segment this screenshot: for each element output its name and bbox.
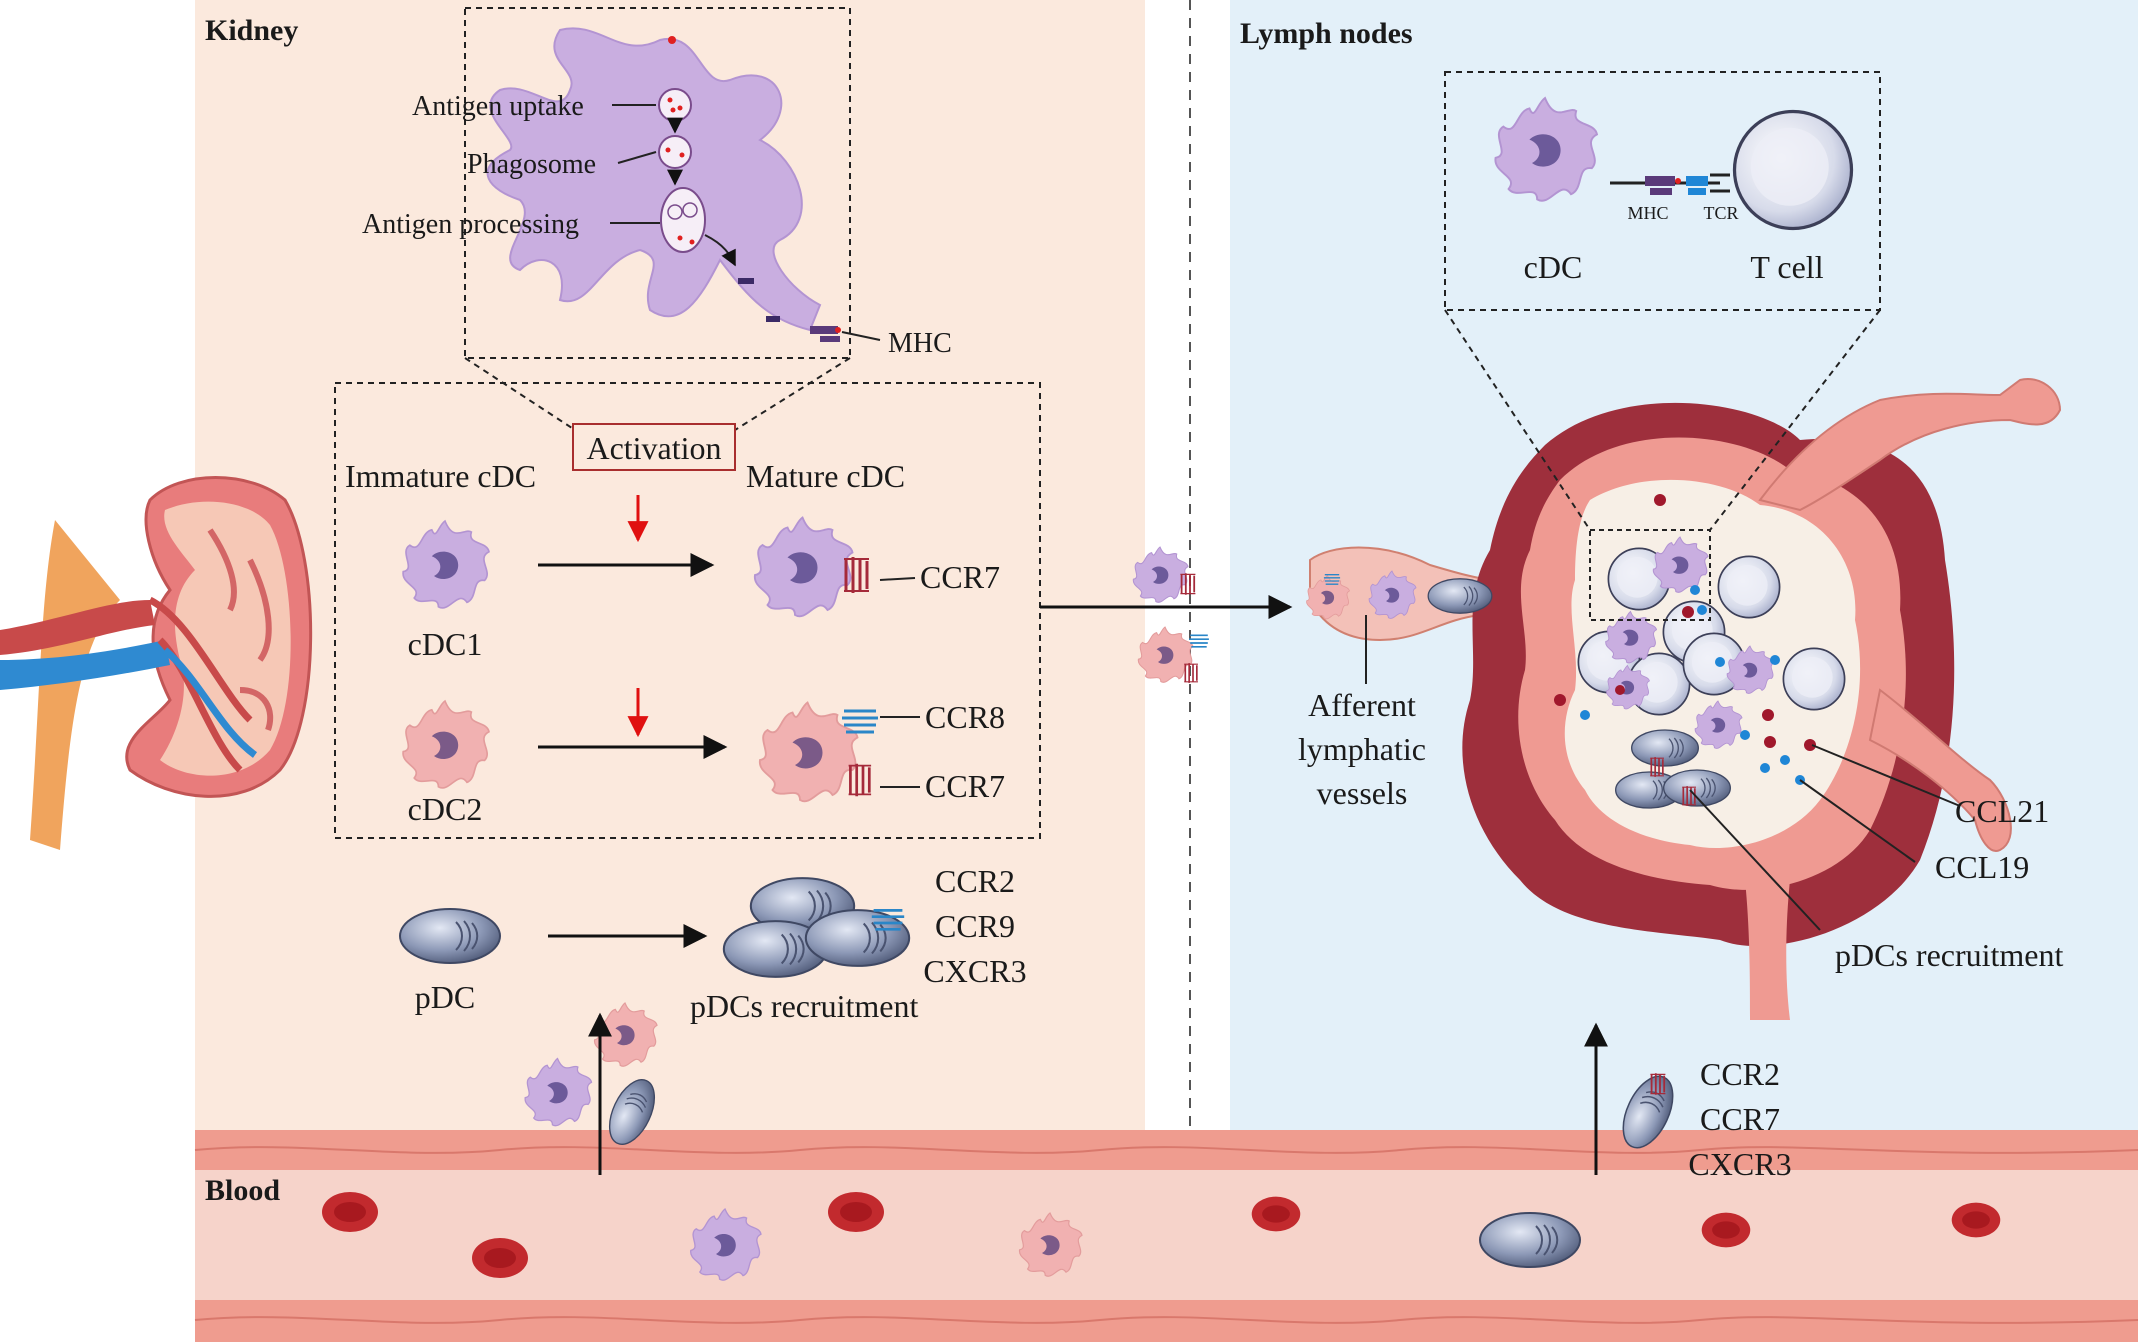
blood-vessel — [194, 1130, 2138, 1342]
ccr7-label-a: CCR7 — [920, 559, 1000, 595]
label-antigen-uptake: Antigen uptake — [412, 91, 584, 122]
pdc-receptor-2: CCR9 — [935, 908, 1015, 944]
activation-label: Activation — [586, 430, 721, 466]
immature-cdc-label: Immature cDC — [345, 458, 536, 494]
lymph-title: Lymph nodes — [1240, 17, 1413, 50]
pdc-receptor-1: CCR2 — [935, 863, 1015, 899]
blood-pdc — [1479, 1212, 1581, 1268]
blood-receptor-1: CCR2 — [1700, 1056, 1780, 1092]
pdc-single — [399, 908, 501, 964]
cdc2-label: cDC2 — [408, 791, 483, 827]
blood-receptor-3: CXCR3 — [1688, 1146, 1791, 1182]
afferent-pdc — [1427, 578, 1493, 614]
afferent-line-3: vessels — [1317, 775, 1408, 811]
label-antigen-processing: Antigen processing — [362, 209, 579, 240]
mature-cdc-label: Mature cDC — [746, 458, 905, 494]
label-mhc: MHC — [888, 328, 952, 359]
label-phagosome: Phagosome — [467, 149, 596, 180]
kidney-icon — [0, 476, 313, 850]
inset-tcr-label: TCR — [1703, 203, 1738, 223]
ccl21-label: CCL21 — [1955, 793, 2049, 829]
ccl19-label: CCL19 — [1935, 849, 2029, 885]
kidney-title: Kidney — [205, 14, 298, 47]
afferent-line-2: lymphatic — [1298, 731, 1426, 767]
inset-tcell-label: T cell — [1750, 249, 1823, 285]
zoom-target-box — [1589, 529, 1711, 621]
activation-box — [334, 382, 1041, 839]
activation-label-box — [572, 423, 736, 471]
ccr8-label: CCR8 — [925, 699, 1005, 735]
cdc1-label: cDC1 — [408, 626, 483, 662]
inset-mhc-label: MHC — [1627, 203, 1668, 223]
tcell-inset — [1444, 71, 1881, 311]
ccr7-label-b: CCR7 — [925, 768, 1005, 804]
afferent-line-1: Afferent — [1308, 687, 1416, 723]
inset-cdc-label: cDC — [1524, 249, 1583, 285]
pdc-receptor-3: CXCR3 — [923, 953, 1026, 989]
uptake-inset — [464, 7, 881, 359]
pdc-recruitment-label: pDCs recruitment — [690, 988, 919, 1024]
chemokine-dots — [1554, 494, 1816, 785]
blood-receptor-2: CCR7 — [1700, 1101, 1780, 1137]
lymph-recruitment-label: pDCs recruitment — [1835, 937, 2064, 973]
blood-title: Blood — [205, 1174, 280, 1207]
pdc-label: pDC — [415, 979, 475, 1015]
